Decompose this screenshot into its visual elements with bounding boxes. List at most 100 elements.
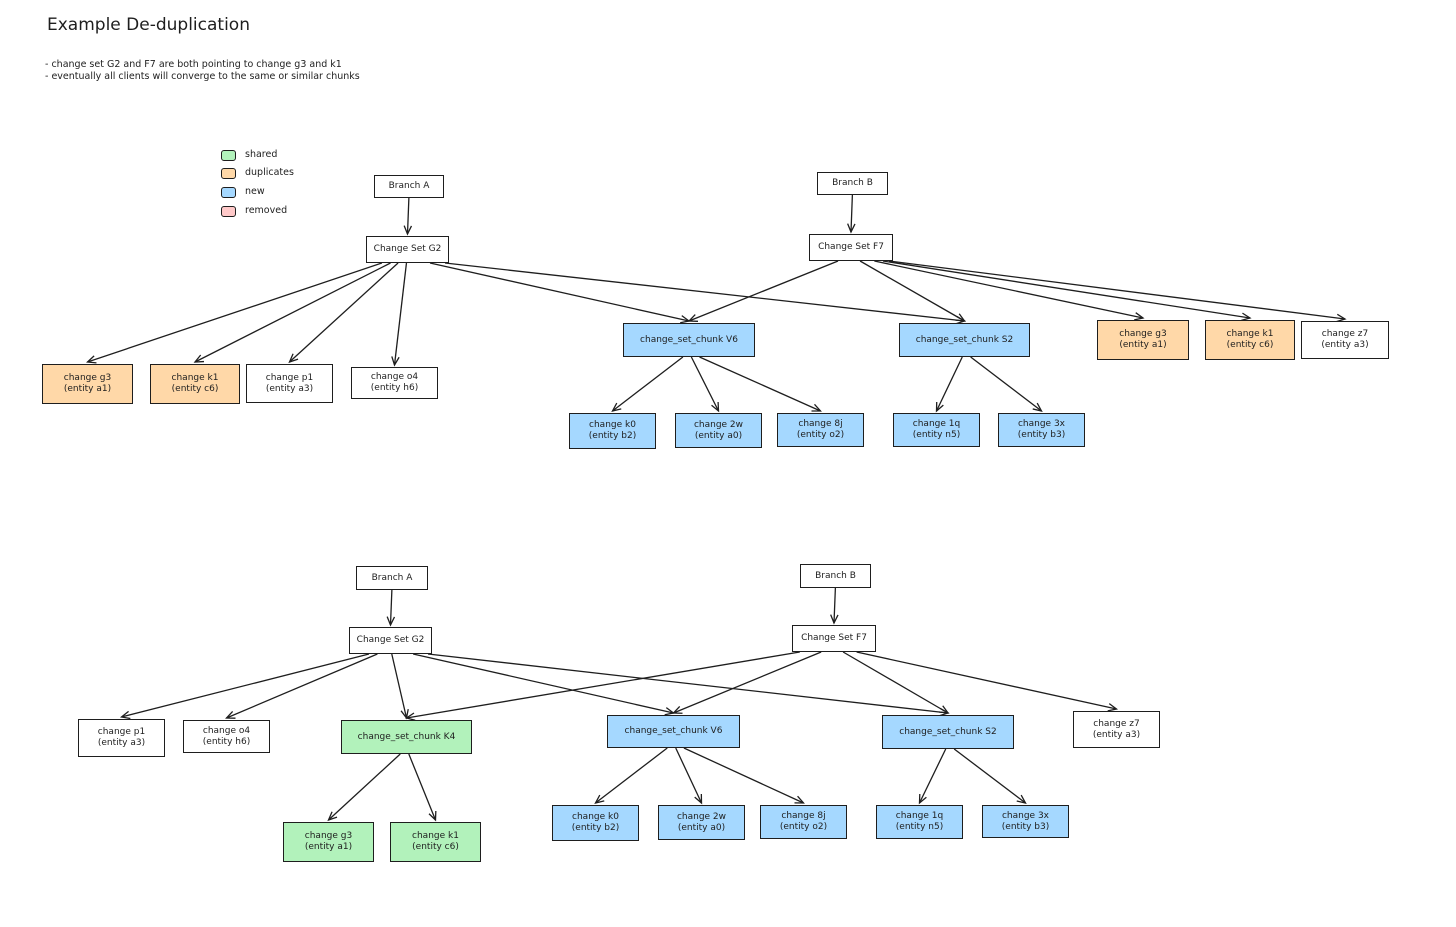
- edge-d1-chunk-v6-to-d1-k0: [611, 356, 684, 412]
- node-d1-chunk-s2: change_set_chunk S2: [899, 323, 1030, 357]
- edge-d2-chunk-v6-to-d2-2w: [675, 747, 703, 805]
- node-sublabel: (entity n5): [895, 822, 944, 832]
- arrowhead: [955, 313, 966, 322]
- edge-d1-cs-g2-to-d1-o4: [391, 262, 408, 367]
- node-label: change_set_chunk S2: [899, 726, 997, 737]
- arrowhead: [225, 710, 236, 719]
- edge-d2-chunk-k4-to-d2-g3: [327, 753, 401, 822]
- node-d2-branch-b: Branch B: [800, 564, 871, 588]
- node-label: change z7: [1321, 329, 1369, 339]
- arrowhead: [694, 793, 703, 805]
- arrowhead: [288, 353, 299, 364]
- node-sublabel: (entity a1): [1119, 340, 1167, 350]
- node-d1-k0: change k0(entity b2): [569, 413, 656, 449]
- node-sublabel: (entity o2): [796, 430, 845, 440]
- node-d2-cs-f7: Change Set F7: [792, 625, 876, 652]
- node-sublabel: (entity a3): [1321, 340, 1369, 350]
- edge-d1-chunk-s2-to-d1-3x: [970, 356, 1043, 412]
- node-d1-branch-b: Branch B: [817, 172, 888, 195]
- node-sublabel: (entity a3): [265, 383, 314, 394]
- node-label: change_set_chunk K4: [357, 731, 456, 742]
- arrowhead: [1336, 313, 1347, 323]
- edge-d2-cs-g2-to-d2-chunk-v6: [412, 653, 676, 716]
- node-label: change g3: [304, 831, 353, 841]
- node-label: change k0: [572, 812, 619, 822]
- arrowhead: [672, 706, 683, 714]
- node-label: Branch B: [832, 178, 873, 188]
- node-sublabel: (entity b3): [1017, 430, 1066, 440]
- node-label: change 3x: [1017, 419, 1066, 429]
- arrowhead: [918, 793, 927, 805]
- node-d1-branch-a: Branch A: [374, 175, 444, 198]
- node-d2-p1: change p1(entity a3): [78, 719, 165, 757]
- page-title: Example De-duplication: [47, 15, 250, 35]
- edge-d2-chunk-v6-to-d2-k0: [594, 747, 668, 804]
- note-line: - change set G2 and F7 are both pointing…: [45, 59, 342, 70]
- node-sublabel: (entity c6): [412, 842, 459, 852]
- notes: - change set G2 and F7 are both pointing…: [45, 59, 360, 83]
- legend-swatch: [221, 187, 236, 198]
- node-label: Change Set G2: [373, 244, 442, 254]
- node-d1-p1: change p1(entity a3): [246, 364, 333, 403]
- arrowhead: [404, 712, 416, 721]
- node-label: change_set_chunk V6: [624, 726, 723, 736]
- node-label: change k1: [412, 831, 459, 841]
- node-label: change k1: [171, 373, 219, 383]
- node-d2-z7: change z7(entity a3): [1073, 711, 1160, 748]
- arrowhead: [847, 223, 856, 234]
- node-d1-k1-b: change k1(entity c6): [1205, 320, 1295, 360]
- arrowhead: [794, 795, 805, 804]
- arrowhead: [386, 616, 396, 627]
- node-sublabel: (entity c6): [171, 384, 219, 394]
- node-label: change 1q: [895, 811, 944, 821]
- node-sublabel: (entity a0): [694, 430, 743, 441]
- node-label: change o4: [370, 372, 419, 382]
- edge-d2-chunk-s2-to-d2-3x: [953, 748, 1027, 804]
- node-label: change 3x: [1001, 810, 1050, 821]
- node-d2-3x: change 3x(entity b3): [982, 805, 1069, 838]
- arrowhead: [193, 354, 205, 363]
- edge-d1-chunk-s2-to-d1-1q: [935, 356, 963, 413]
- node-label: Change Set F7: [818, 242, 884, 252]
- legend-label: shared: [245, 149, 278, 160]
- node-label: change_set_chunk S2: [915, 334, 1014, 345]
- node-label: change p1: [97, 727, 146, 737]
- node-label: change o4: [202, 725, 251, 736]
- arrowhead: [935, 401, 944, 413]
- node-label: Change Set G2: [356, 635, 425, 645]
- edge-d1-cs-g2-to-d1-g3-a: [85, 262, 383, 364]
- legend-label: new: [245, 186, 265, 197]
- node-sublabel: (entity o2): [779, 822, 828, 832]
- arrowhead: [687, 314, 699, 322]
- arrowhead: [711, 401, 720, 413]
- arrowhead: [1134, 312, 1145, 321]
- arrowhead: [594, 794, 605, 804]
- node-d1-cs-f7: Change Set F7: [809, 234, 893, 261]
- node-d2-1q: change 1q(entity n5): [876, 805, 963, 839]
- node-d1-cs-g2: Change Set G2: [366, 236, 449, 263]
- node-label: change k0: [589, 420, 636, 430]
- node-label: change 2w: [676, 811, 727, 822]
- arrowhead: [1016, 794, 1027, 804]
- node-d2-chunk-v6: change_set_chunk V6: [607, 715, 740, 748]
- node-sublabel: (entity n5): [912, 430, 961, 440]
- arrowhead: [119, 710, 131, 720]
- node-d1-2w: change 2w(entity a0): [675, 413, 762, 448]
- edge-d2-cs-f7-to-d2-z7: [856, 651, 1119, 712]
- edge-d1-cs-f7-to-d1-z7: [888, 260, 1347, 323]
- node-d2-2w: change 2w(entity a0): [658, 805, 745, 840]
- node-sublabel: (entity a0): [677, 822, 726, 833]
- edge-d2-branch-a-to-d2-cs-g2: [386, 589, 396, 627]
- arrowhead: [428, 810, 437, 822]
- node-d1-g3-b: change g3(entity a1): [1097, 320, 1189, 360]
- node-d2-chunk-k4: change_set_chunk K4: [341, 720, 472, 754]
- node-d2-branch-a: Branch A: [356, 566, 428, 590]
- arrowhead: [1241, 312, 1252, 321]
- node-label: change k1: [1226, 329, 1274, 339]
- node-d2-o4: change o4(entity h6): [183, 720, 270, 753]
- node-d1-3x: change 3x(entity b3): [998, 413, 1085, 447]
- node-label: Change Set F7: [801, 633, 867, 643]
- legend-label: duplicates: [245, 167, 294, 178]
- edge-d2-cs-f7-to-d2-chunk-k4: [404, 651, 800, 721]
- node-d2-cs-g2: Change Set G2: [349, 627, 432, 654]
